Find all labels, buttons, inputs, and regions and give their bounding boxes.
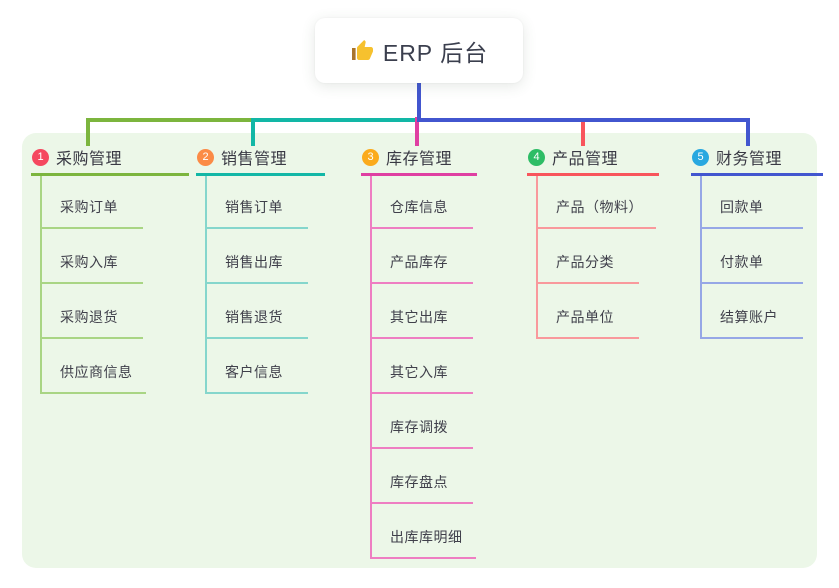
branch-2-label: 销售管理	[221, 151, 288, 168]
branch-4-header-node[interactable]: 4 产品管理	[527, 145, 659, 176]
branch-1-header-node[interactable]: 1 采购管理	[31, 145, 189, 176]
node-branch1-child1[interactable]: 采购订单	[42, 176, 143, 229]
node-branch4-child3[interactable]: 产品单位	[538, 284, 639, 339]
node-branch2-child4[interactable]: 客户信息	[207, 339, 308, 394]
branch-1: 1 采购管理采购订单采购入库采购退货供应商信息	[31, 145, 189, 394]
branch-2-header-node[interactable]: 2 销售管理	[196, 145, 325, 176]
branch-4: 4 产品管理产品（物料）产品分类产品单位	[527, 145, 659, 339]
node-branch1-child3[interactable]: 采购退货	[42, 284, 143, 339]
mindmap-background-panel	[22, 133, 817, 568]
branch-5-label: 财务管理	[716, 151, 783, 168]
branch-5-header-node[interactable]: 5 财务管理	[691, 145, 823, 176]
node-branch4-child1[interactable]: 产品（物料）	[538, 176, 656, 229]
node-branch3-child2[interactable]: 产品库存	[372, 229, 473, 284]
node-branch5-child2[interactable]: 付款单	[702, 229, 803, 284]
root-node-label: ERP 后台	[382, 39, 489, 66]
branch-4-label: 产品管理	[552, 151, 619, 168]
node-branch3-child4[interactable]: 其它入库	[372, 339, 473, 394]
node-branch5-child1[interactable]: 回款单	[702, 176, 803, 229]
node-branch3-child5[interactable]: 库存调拨	[372, 394, 473, 449]
branch-1-number-badge-icon: 1	[32, 148, 49, 166]
branch-2: 2 销售管理销售订单销售出库销售退货客户信息	[196, 145, 325, 394]
node-branch1-child4[interactable]: 供应商信息	[42, 339, 146, 394]
branch-3-number-badge-icon: 3	[362, 148, 379, 166]
branch-5-number-badge-icon: 5	[692, 148, 709, 166]
branch-3: 3 库存管理仓库信息产品库存其它出库其它入库库存调拨库存盘点出库库明细	[361, 145, 477, 559]
node-branch1-child2[interactable]: 采购入库	[42, 229, 143, 284]
node-branch3-child6[interactable]: 库存盘点	[372, 449, 473, 504]
node-branch3-child3[interactable]: 其它出库	[372, 284, 473, 339]
thumbs-up-icon	[351, 39, 373, 60]
branch-5: 5 财务管理回款单付款单结算账户	[691, 145, 823, 339]
node-branch5-child3[interactable]: 结算账户	[702, 284, 803, 339]
node-branch2-child3[interactable]: 销售退货	[207, 284, 308, 339]
node-branch2-child2[interactable]: 销售出库	[207, 229, 308, 284]
branch-2-number-badge-icon: 2	[197, 148, 214, 166]
root-node-erp-backend[interactable]: ERP 后台	[315, 18, 523, 83]
branch-1-children: 采购订单采购入库采购退货供应商信息	[40, 176, 146, 394]
branch-5-children: 回款单付款单结算账户	[700, 176, 803, 339]
node-branch2-child1[interactable]: 销售订单	[207, 176, 308, 229]
branch-1-label: 采购管理	[56, 151, 123, 168]
branch-4-number-badge-icon: 4	[528, 148, 545, 166]
branch-3-header-node[interactable]: 3 库存管理	[361, 145, 477, 176]
node-branch3-child7[interactable]: 出库库明细	[372, 504, 476, 559]
branch-3-label: 库存管理	[386, 151, 453, 168]
branch-3-children: 仓库信息产品库存其它出库其它入库库存调拨库存盘点出库库明细	[370, 176, 476, 559]
branch-2-children: 销售订单销售出库销售退货客户信息	[205, 176, 308, 394]
node-branch4-child2[interactable]: 产品分类	[538, 229, 639, 284]
node-branch3-child1[interactable]: 仓库信息	[372, 176, 473, 229]
branch-4-children: 产品（物料）产品分类产品单位	[536, 176, 656, 339]
